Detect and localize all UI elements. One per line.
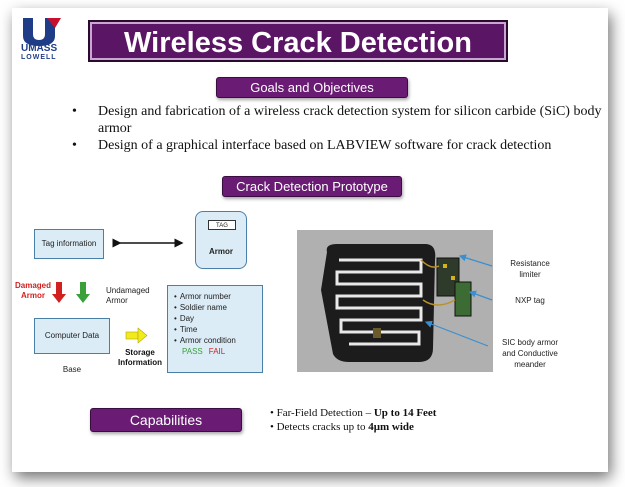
record-field: Soldier name bbox=[174, 302, 262, 313]
storage-information-label: Storage Information bbox=[118, 348, 162, 367]
capability-item: • Detects cracks up to 4μm wide bbox=[270, 421, 414, 433]
capability-item: • Far-Field Detection – Up to 14 Feet bbox=[270, 407, 437, 419]
sic-armor-label: SIC body armor and Conductive meander bbox=[501, 338, 559, 369]
pass-label: PASS bbox=[182, 347, 203, 356]
record-field: Day bbox=[174, 313, 262, 324]
capabilities-list: • Far-Field Detection – Up to 14 Feet • … bbox=[270, 406, 570, 434]
goal-item: •Design of a graphical interface based o… bbox=[72, 138, 552, 153]
damaged-arrow-icon bbox=[52, 282, 66, 303]
goal-text: Design of a graphical interface based on… bbox=[98, 138, 552, 153]
prototype-photo bbox=[297, 230, 493, 372]
damaged-armor-label: Damaged Armor bbox=[14, 281, 51, 300]
record-field: Armor number bbox=[174, 291, 262, 302]
goal-item: •Design and fabrication of a wireless cr… bbox=[72, 104, 602, 136]
pass-fail-row: PASS FAIL bbox=[174, 346, 262, 357]
armor-tag-label: TAG bbox=[208, 220, 236, 230]
computer-database-box: Computer Data Base bbox=[34, 318, 110, 374]
record-field: Time bbox=[174, 324, 262, 335]
prototype-heading: Crack Detection Prototype bbox=[222, 176, 402, 197]
fail-label: FAIL bbox=[208, 347, 226, 356]
armor-photo-image bbox=[297, 230, 493, 372]
goal-text: Design and fabrication of a wireless cra… bbox=[98, 104, 602, 136]
logo-wordmark: UMASS LOWELL bbox=[21, 44, 67, 62]
resistance-pointer bbox=[458, 254, 493, 267]
nxp-pointer bbox=[468, 290, 493, 301]
goals-heading: Goals and Objectives bbox=[216, 77, 408, 98]
armor-box: TAG Armor bbox=[195, 211, 247, 269]
sic-pointer bbox=[424, 320, 489, 347]
goals-list: •Design and fabrication of a wireless cr… bbox=[72, 103, 602, 154]
undamaged-armor-label: Undamaged Armor bbox=[106, 286, 150, 305]
diagram-arrows bbox=[52, 238, 493, 347]
undamaged-arrow-icon bbox=[76, 282, 90, 303]
armor-label: Armor bbox=[208, 247, 233, 256]
umass-lowell-logo: UMASS LOWELL bbox=[21, 16, 67, 62]
logo-line2: LOWELL bbox=[21, 54, 57, 61]
record-fields-box: Armor number Soldier name Day Time Armor… bbox=[167, 285, 263, 373]
slide: UMASS LOWELL Wireless Crack Detection Sy… bbox=[12, 8, 608, 472]
storage-arrow-icon bbox=[125, 327, 148, 344]
nxp-tag-label: NXP tag bbox=[515, 296, 545, 305]
record-field: Armor condition bbox=[174, 335, 262, 346]
tag-information-box: Tag information bbox=[34, 229, 104, 259]
resistance-limiter-label: Resistance limiter bbox=[510, 259, 550, 279]
logo-line1: UMASS bbox=[21, 43, 58, 54]
capabilities-heading: Capabilities bbox=[90, 408, 242, 432]
logo-mark-icon bbox=[23, 18, 61, 46]
